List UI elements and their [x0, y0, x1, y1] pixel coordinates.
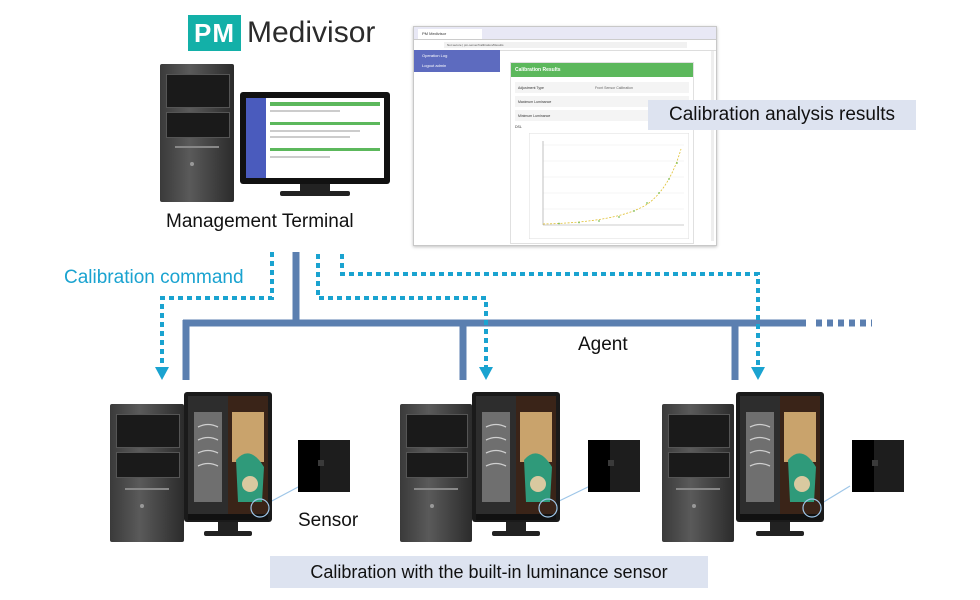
scrollbar	[711, 51, 714, 241]
arrowhead-3	[751, 367, 765, 380]
workstation-tower-2	[400, 404, 472, 542]
sensor-closeup-1	[298, 440, 350, 492]
card-title: Calibration Results	[511, 63, 693, 77]
management-monitor	[240, 92, 390, 196]
logo-mark: PM	[188, 15, 241, 51]
sensor-label: Sensor	[298, 510, 359, 531]
management-tower	[160, 64, 234, 202]
browser-tab: PM Medivisor	[418, 29, 482, 39]
sensor-callout-line-2	[554, 485, 591, 504]
luminance-curve-chart	[529, 133, 689, 239]
arrowhead-2	[479, 367, 493, 380]
sidebar-item-operation-log: Operation Log	[422, 53, 448, 58]
browser-address-bar: Not secure | pm-server/Calibration/Resul…	[444, 42, 687, 48]
command-path-2	[316, 254, 488, 368]
sensor-closeup-3	[852, 440, 904, 492]
sensor-callout-line-1	[267, 485, 301, 504]
sidebar-item-logout: Logout admin	[422, 63, 447, 68]
calibration-results-screenshot: PM Medivisor Not secure | pm-server/Cali…	[413, 26, 717, 246]
logo-wordmark: Medivisor	[247, 16, 376, 49]
workstation-tower-1	[110, 404, 184, 542]
chart-section-label: DSL	[515, 125, 522, 129]
browser-sidebar: Operation Log Logout admin	[414, 50, 500, 245]
diagnostic-monitor-1	[184, 392, 272, 536]
diagnostic-monitor-2	[472, 392, 560, 536]
calibration-command-paths	[160, 252, 760, 368]
medivisor-logo: PM Medivisor	[188, 14, 375, 52]
workstation-tower-3	[662, 404, 734, 542]
agent-label: Agent	[578, 334, 628, 355]
calibration-results-label: Calibration analysis results	[648, 100, 916, 130]
sensor-closeup-2	[588, 440, 640, 492]
agent-network-lines	[182, 252, 872, 380]
command-arrowheads	[155, 367, 765, 380]
diagnostic-monitor-3	[736, 392, 824, 536]
command-path-3	[340, 254, 760, 368]
arrowhead-1	[155, 367, 169, 380]
command-path-1	[160, 252, 274, 368]
management-terminal-label: Management Terminal	[166, 211, 354, 232]
sensor-callout-line-3	[821, 485, 851, 504]
result-row: Minimum Luminance	[515, 110, 689, 121]
builtin-sensor-label: Calibration with the built-in luminance …	[270, 556, 708, 588]
result-row: Maximum Luminance	[515, 96, 689, 107]
calibration-command-label: Calibration command	[64, 267, 244, 288]
